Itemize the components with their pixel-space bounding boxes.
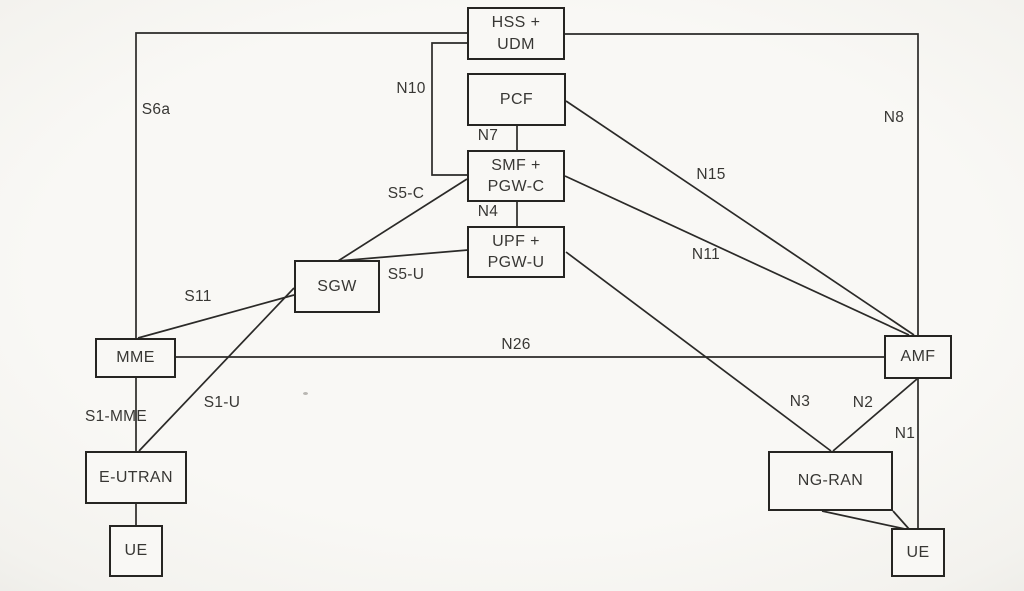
node-ngran-label: NG-RAN	[797, 472, 864, 490]
node-ue-4g-label: UE	[124, 542, 148, 560]
edge-s6a-line	[135, 32, 467, 338]
edge-ngran-ue-line-a	[821, 510, 906, 530]
interface-label-n26: N26	[501, 336, 531, 353]
interface-label-n3: N3	[789, 393, 811, 410]
node-sgw: SGW	[294, 260, 380, 313]
edge-n3-line	[565, 251, 832, 452]
interface-label-n2: N2	[852, 394, 874, 411]
node-amf: AMF	[884, 335, 952, 379]
node-pcf-label: PCF	[499, 90, 534, 108]
node-upf-pgwu: UPF + PGW-U	[467, 226, 565, 278]
edge-s11-line	[137, 294, 295, 339]
node-eutran-label: E-UTRAN	[99, 468, 173, 486]
edge-ngran-ue-line-b	[892, 510, 910, 530]
node-eutran: E-UTRAN	[85, 451, 187, 504]
interface-label-s11: S11	[184, 288, 212, 305]
node-ue-4g: UE	[109, 525, 163, 577]
node-ue-5g: UE	[891, 528, 945, 577]
edge-s5c-line	[337, 178, 468, 262]
interface-label-n4: N4	[477, 203, 499, 220]
interface-label-n8: N8	[883, 109, 905, 126]
interface-label-s5u: S5-U	[387, 266, 425, 283]
interface-label-n1: N1	[894, 425, 916, 442]
interface-label-s1mme: S1-MME	[84, 408, 148, 425]
node-upf-pgwu-label: UPF + PGW-U	[487, 232, 545, 271]
interface-label-s6a: S6a	[141, 101, 171, 118]
node-ngran: NG-RAN	[768, 451, 893, 511]
node-mme-label: MME	[116, 349, 155, 367]
node-smf-pgwc: SMF + PGW-C	[467, 150, 565, 202]
node-smf-pgwc-label: SMF + PGW-C	[487, 156, 545, 195]
interface-label-s5c: S5-C	[387, 185, 425, 202]
node-pcf: PCF	[467, 73, 566, 126]
interface-label-n10: N10	[396, 80, 426, 97]
interface-label-s1u: S1-U	[203, 394, 241, 411]
edge-n11-line	[564, 175, 910, 336]
node-hss-udm: HSS + UDM	[467, 7, 565, 60]
edge-n10-line	[431, 42, 467, 176]
node-amf-label: AMF	[900, 348, 936, 366]
node-hss-udm-label: HSS + UDM	[491, 14, 541, 53]
edge-s5u-line	[337, 249, 469, 262]
interface-label-n11: N11	[691, 246, 721, 263]
interface-label-n15: N15	[696, 166, 726, 183]
edge-n8-line	[565, 33, 919, 335]
edge-n2-line	[832, 378, 918, 452]
node-ue-5g-label: UE	[906, 543, 930, 561]
interface-label-n7: N7	[477, 127, 499, 144]
edge-n15-line	[565, 100, 915, 336]
node-sgw-label: SGW	[317, 277, 357, 295]
edge-s1u-line	[138, 287, 295, 452]
node-mme: MME	[95, 338, 176, 378]
image-speck	[303, 392, 308, 395]
